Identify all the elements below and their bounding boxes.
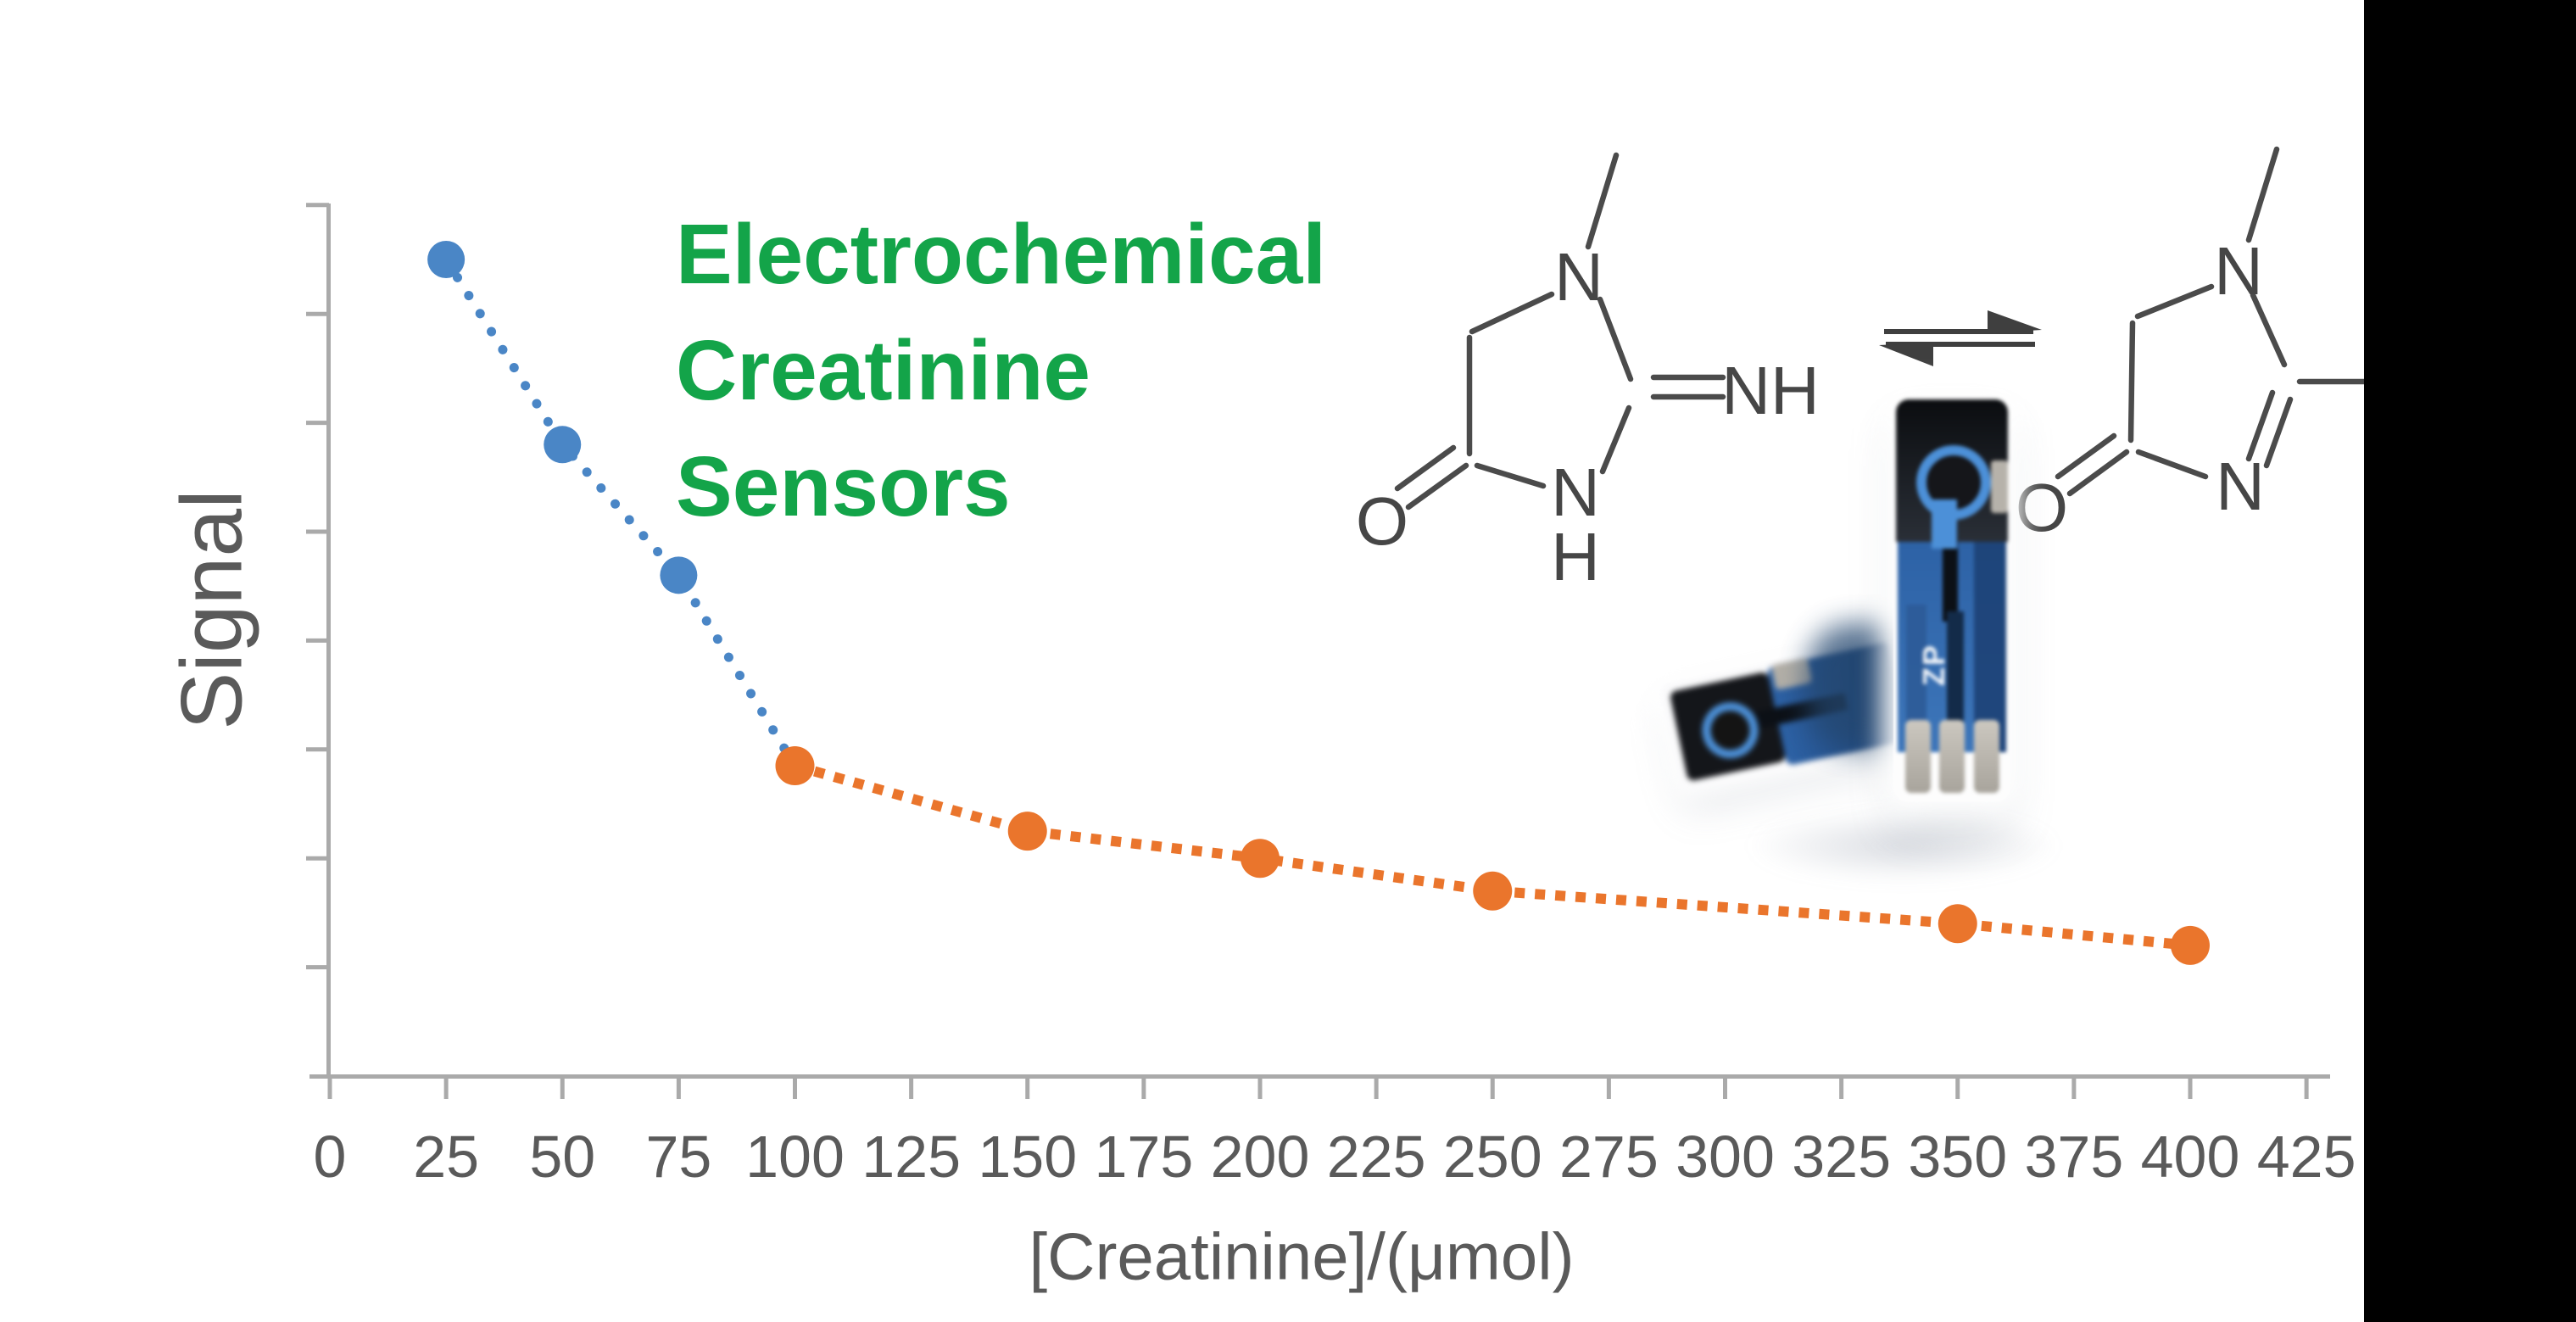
data-point xyxy=(1938,904,1977,944)
bond-line xyxy=(2250,292,2288,368)
bond-line xyxy=(1474,462,1547,489)
bond-line xyxy=(2127,320,2136,443)
chart-title-line: Electrochemical xyxy=(676,207,1327,302)
bond-line xyxy=(2055,432,2117,480)
bond-line xyxy=(1469,291,1555,335)
equilibrium-bottom-arrowhead xyxy=(1879,343,1933,366)
x-tick-label: 125 xyxy=(861,1124,961,1190)
atom-label: N xyxy=(1554,239,1603,315)
data-point xyxy=(427,241,466,278)
x-tick-label: 275 xyxy=(1559,1124,1659,1190)
x-tick-label: 325 xyxy=(1792,1124,1891,1190)
series-dotted-line xyxy=(441,254,800,771)
strip-contact-pads xyxy=(1896,720,2008,793)
data-point xyxy=(775,746,815,786)
strip-brand-logo: ZP xyxy=(1916,644,1951,687)
chart-title-line: Sensors xyxy=(676,439,1011,534)
bond-line xyxy=(2263,396,2294,469)
x-tick-label: 425 xyxy=(2257,1124,2356,1190)
atom-label: O xyxy=(2016,470,2068,545)
x-tick-label: 250 xyxy=(1443,1124,1542,1190)
bond-line xyxy=(2245,146,2280,243)
atom-label: N xyxy=(2216,449,2265,524)
data-point xyxy=(1007,812,1047,851)
atom-label: N xyxy=(2214,233,2263,309)
creatinine-left-bonds xyxy=(1394,152,1726,510)
x-tick-label: 0 xyxy=(314,1124,347,1190)
strip-contact-pad xyxy=(1939,720,1965,793)
equilibrium-arrows-icon xyxy=(1879,310,2042,366)
x-tick-label: 75 xyxy=(645,1124,711,1190)
bond-line xyxy=(1585,152,1620,250)
strip-photo-shadow xyxy=(1747,810,2060,882)
x-tick-label: 200 xyxy=(1211,1124,1310,1190)
x-tick-label: 350 xyxy=(1908,1124,2007,1190)
x-tick-label: 50 xyxy=(529,1124,595,1190)
x-tick-label: 100 xyxy=(745,1124,845,1190)
x-tick-label: 25 xyxy=(413,1124,479,1190)
x-tick-label: 225 xyxy=(1327,1124,1426,1190)
sensor-strip-vertical-face: ZP xyxy=(1896,399,2008,800)
equilibrium-top-arrowhead xyxy=(1988,310,2042,333)
chart-title-line: Creatinine xyxy=(676,323,1091,418)
bond-line xyxy=(2134,283,2215,320)
x-tick-label: 175 xyxy=(1094,1124,1193,1190)
atom-label: H xyxy=(1551,519,1600,594)
y-axis-label: Signal xyxy=(163,489,260,730)
sensor-strip-vertical: ZP xyxy=(1893,397,2010,802)
bond-line xyxy=(1405,462,1469,510)
atom-label: N xyxy=(1551,455,1600,530)
black-sidebar xyxy=(2364,0,2576,1322)
data-point xyxy=(1241,839,1280,879)
series-dotted-line xyxy=(793,761,2191,951)
bond-line xyxy=(1394,444,1457,492)
chart-title: Electrochemical Creatinine Sensors xyxy=(676,197,1326,545)
bond-line xyxy=(1599,404,1632,475)
strip-electrode-column xyxy=(1974,542,2006,752)
x-tick-label: 150 xyxy=(978,1124,1077,1190)
strip-contact-pad xyxy=(1904,720,1931,793)
data-point xyxy=(660,556,698,594)
x-tick-label: 375 xyxy=(2024,1124,2123,1190)
x-tick-label: 400 xyxy=(2141,1124,2240,1190)
x-axis-label: [Creatinine]/(μmol) xyxy=(1029,1219,1575,1294)
bond-line xyxy=(1597,296,1634,382)
bond-line xyxy=(2066,449,2130,497)
atom-label: O xyxy=(1356,483,1408,559)
data-point xyxy=(1473,871,1513,911)
strip-electrode-stem xyxy=(1932,499,1957,549)
strip-contact-pad xyxy=(1973,720,1999,793)
data-point xyxy=(2171,925,2210,965)
strip-contact-pad xyxy=(1991,460,2008,513)
bond-line xyxy=(2245,389,2276,462)
bond-line xyxy=(2135,449,2209,480)
x-tick-label: 300 xyxy=(1676,1124,1775,1190)
creatinine-right-bonds xyxy=(2055,146,2372,497)
data-point xyxy=(544,426,582,464)
atom-label: NH xyxy=(1721,353,1820,428)
